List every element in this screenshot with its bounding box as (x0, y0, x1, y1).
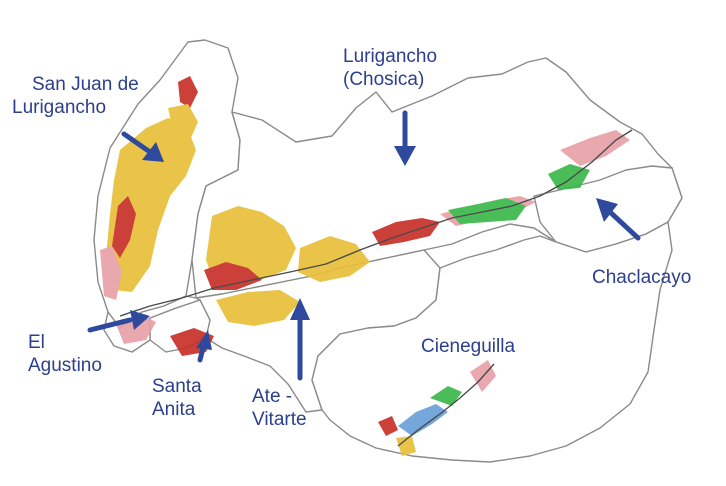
label-ate-vitarte: Ate - Vitarte (252, 385, 307, 431)
urban-area-chosica-green (548, 164, 590, 190)
label-el-agustino-line2: Agustino (28, 355, 102, 376)
pointer-arrows (87, 110, 641, 381)
river-lines (119, 129, 633, 447)
arrow-san-juan (121, 131, 164, 162)
urban-area-cieneguilla-red (378, 416, 398, 436)
urban-area-san-juan (106, 118, 196, 292)
rimac-river (119, 129, 633, 317)
urban-area-cieneguilla-blue (398, 404, 448, 436)
urban-area-central-red (204, 262, 262, 290)
label-ate-line1: Ate - (252, 386, 293, 407)
urban-area-cieneguilla-green (430, 386, 462, 406)
label-santa-anita-line2: Anita (152, 399, 196, 420)
urban-area-chosica-pink (560, 130, 630, 166)
urban-area-north-yellow (168, 104, 198, 140)
label-chaclacayo: Chaclacayo (592, 267, 692, 288)
label-san-juan-line2: Lurigancho (12, 97, 107, 118)
urban-area-san-juan-red (112, 196, 136, 258)
label-lurigancho-chosica: Lurigancho (Chosica) (343, 45, 437, 91)
label-lurigancho-line1: Lurigancho (343, 46, 438, 67)
arrow-lurigancho (394, 110, 416, 166)
urban-area-ate-south (216, 290, 300, 326)
arrow-chaclacayo (596, 198, 641, 241)
district-cieneguilla (311, 221, 673, 463)
arrow-santa-anita (196, 330, 212, 363)
urban-area-central-east (298, 236, 370, 282)
label-san-juan-line1: San Juan de (32, 74, 139, 95)
arrow-el-agustino (87, 310, 150, 333)
label-ate-line2: Vitarte (252, 409, 307, 430)
label-cieneguilla: Cieneguilla (421, 336, 516, 357)
label-santa-anita: Santa Anita (152, 375, 202, 421)
label-san-juan-de-lurigancho: San Juan de Lurigancho (12, 73, 139, 119)
urban-area-san-juan-pink (100, 246, 122, 300)
label-santa-anita-line1: Santa (152, 376, 202, 397)
arrow-ate-vitarte (290, 298, 310, 381)
urban-area-north-tip (178, 76, 198, 108)
label-lurigancho-line2: (Chosica) (343, 69, 425, 90)
lurin-river (397, 363, 495, 447)
label-el-agustino-line1: El (28, 332, 45, 353)
urban-area-cieneguilla-yellow (396, 436, 416, 456)
label-el-agustino: El Agustino (28, 331, 102, 377)
